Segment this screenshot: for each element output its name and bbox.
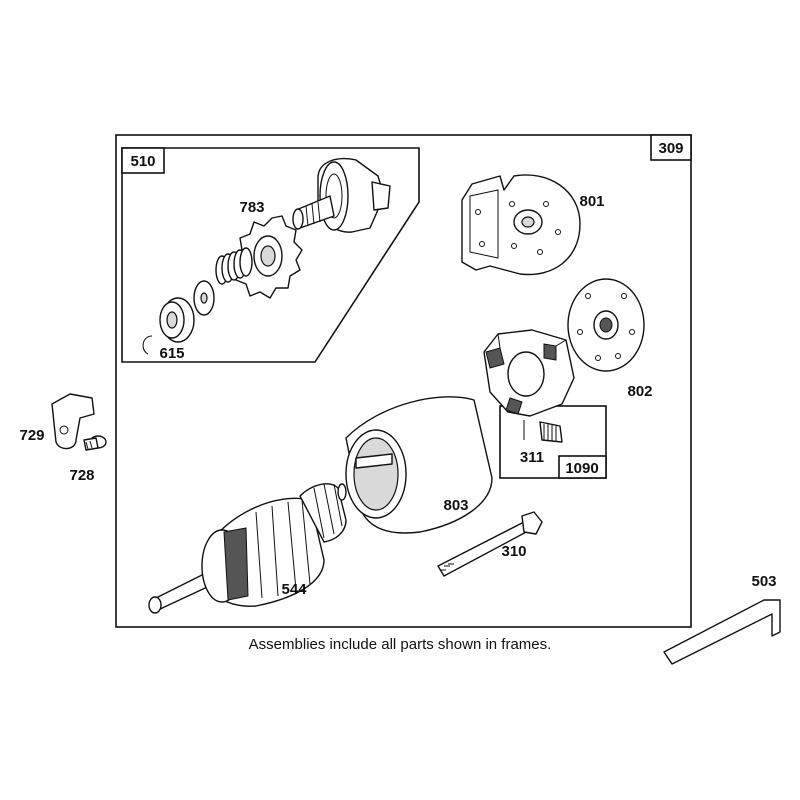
drive-housing — [292, 157, 391, 233]
spring — [215, 247, 253, 285]
frame-label-309: 309 — [658, 140, 683, 157]
part-label-310: 310 — [501, 543, 526, 560]
part-label-311: 311 — [520, 449, 544, 466]
part-label-503: 503 — [751, 573, 776, 590]
main-frame-tag — [650, 134, 692, 161]
armature — [148, 483, 347, 614]
through-bolt — [437, 511, 543, 577]
stop-collar — [159, 297, 195, 343]
screw — [83, 435, 107, 451]
part-label-783: 783 — [239, 199, 264, 216]
part-label-544: 544 — [281, 581, 307, 598]
part-label-729: 729 — [19, 427, 44, 444]
part-label-801: 801 — [579, 193, 604, 210]
drive-assembly-frame — [121, 147, 420, 363]
diagram-caption: Assemblies include all parts shown in fr… — [248, 636, 552, 653]
washer — [193, 280, 215, 316]
strap-tool — [663, 599, 781, 665]
terminal-stud — [523, 420, 563, 443]
part-label-615: 615 — [159, 345, 184, 362]
brush-holder — [483, 329, 575, 417]
end-plate — [567, 278, 645, 372]
frame-label-1090: 1090 — [565, 460, 598, 477]
pinion-gear — [233, 215, 303, 299]
frame-label-510: 510 — [130, 153, 155, 170]
lock-tab — [51, 393, 95, 450]
drive-frame-tag — [121, 147, 165, 174]
part-label-803: 803 — [443, 497, 468, 514]
motor-frame — [345, 396, 493, 534]
brush-frame-tag — [558, 455, 607, 479]
main-assembly-frame — [115, 134, 692, 628]
part-label-802: 802 — [627, 383, 652, 400]
retaining-ring — [142, 335, 153, 355]
part-label-728: 728 — [69, 467, 94, 484]
end-cap-bracket — [461, 174, 581, 276]
